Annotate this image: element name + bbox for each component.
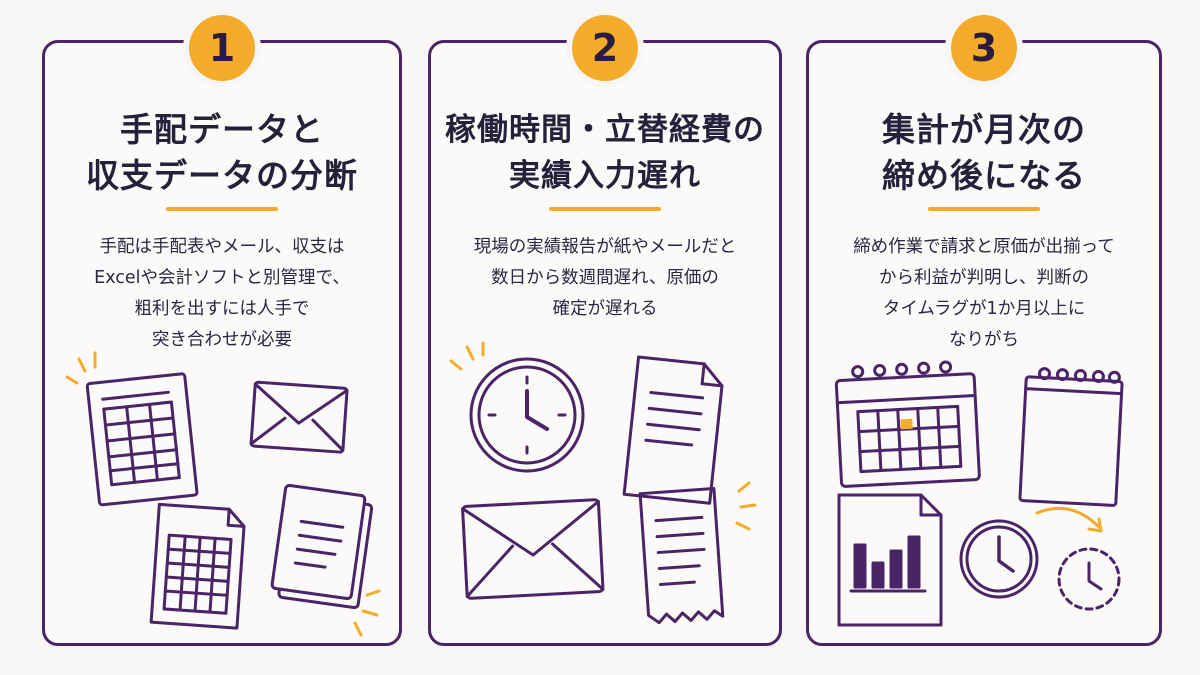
title-underline <box>549 207 661 211</box>
card-2: 2 稼働時間・立替経費の 実績入力遅れ 現場の実績報告が紙やメールだと 数日から… <box>428 15 782 646</box>
step-number-badge: 3 <box>951 15 1017 81</box>
card-description: 手配は手配表やメール、収支は Excelや会計ソフトと別管理で、 粗利を出すには… <box>94 237 350 350</box>
clock-icon <box>959 519 1039 599</box>
card-1-illustration <box>65 351 381 637</box>
card-3-illustration <box>834 360 1124 627</box>
clock-icon <box>469 357 585 473</box>
paper-document-icon <box>622 355 724 505</box>
receipt-icon <box>638 487 725 625</box>
notepad-icon <box>1018 367 1124 507</box>
bar-chart-report-icon <box>837 493 943 627</box>
card-title: 稼働時間・立替経費の 実績入力遅れ <box>445 112 765 194</box>
card-3: 3 集計が月次の 締め後になる 締め作業で請求と原価が出揃って から利益が判明し… <box>806 15 1162 646</box>
card-description: 現場の実績報告が紙やメールだと 数日から数週間遅れ、原価の 確定が遅れる <box>473 237 737 319</box>
table-document-icon <box>149 502 246 630</box>
sparkle-icon <box>449 341 485 371</box>
sparkle-icon <box>65 351 97 385</box>
step-number-badge: 1 <box>189 15 255 81</box>
title-underline <box>166 207 278 211</box>
card-title: 手配データと 収支データの分断 <box>86 110 358 195</box>
envelope-icon <box>249 380 349 454</box>
envelope-icon <box>461 498 605 600</box>
card-2-illustration <box>449 341 757 625</box>
card-description: 締め作業で請求と原価が出揃って から利益が判明し、判断の タイムラグが1か月以上… <box>853 237 1115 350</box>
calendar-icon <box>834 360 981 488</box>
delayed-clock-icon <box>1057 547 1121 611</box>
arrow-icon <box>1035 506 1103 533</box>
card-1: 1 手配データと 収支データの分断 手配は手配表やメール、収支は Excelや会… <box>42 15 402 646</box>
title-underline <box>928 207 1040 211</box>
document-stack-icon <box>270 483 374 610</box>
spreadsheet-icon <box>85 372 199 507</box>
step-number-badge: 2 <box>572 15 638 81</box>
card-title: 集計が月次の 締め後になる <box>882 110 1086 195</box>
